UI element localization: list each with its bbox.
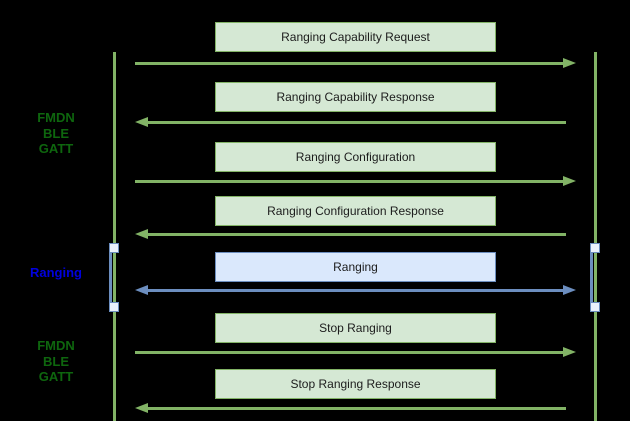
message-box: Ranging Capability Request [215, 22, 496, 52]
arrowhead-left-icon [135, 228, 148, 239]
activation-node-left-top [109, 243, 119, 253]
activation-node-right-bottom [590, 302, 600, 312]
phase-label-line: GATT [38, 369, 74, 384]
ranging-activation-segment-left [109, 249, 112, 308]
message-box: Ranging [215, 252, 496, 282]
lifeline-right [594, 52, 597, 421]
message-arrow-right [135, 346, 576, 358]
message-arrow-right [135, 175, 576, 187]
message-box: Ranging Capability Response [215, 82, 496, 112]
ranging-activation-segment-right [590, 249, 593, 308]
arrowhead-left-icon [135, 402, 148, 413]
message-arrow-left [135, 228, 566, 240]
arrowhead-right-icon [563, 175, 576, 186]
phase-label-line: GATT [38, 141, 74, 156]
phase-label-line: FMDN [37, 110, 75, 125]
arrowhead-right-icon [563, 284, 576, 295]
arrowhead-left-icon [135, 116, 148, 127]
phase-label-ranging: Ranging [8, 265, 104, 281]
message-arrow-left [135, 402, 566, 414]
arrowhead-right-icon [563, 57, 576, 68]
activation-node-left-bottom [109, 302, 119, 312]
message-box: Ranging Configuration [215, 142, 496, 172]
message-box: Stop Ranging [215, 313, 496, 343]
phase-label-line: BLE [43, 125, 69, 141]
message-box: Stop Ranging Response [215, 369, 496, 399]
lifeline-left [113, 52, 116, 421]
activation-node-right-top [590, 243, 600, 253]
message-arrow-both [135, 284, 576, 296]
message-box: Ranging Configuration Response [215, 196, 496, 226]
arrowhead-left-icon [135, 284, 148, 295]
phase-label-line: BLE [43, 353, 69, 369]
message-arrow-right [135, 57, 576, 69]
message-arrow-left [135, 116, 566, 128]
arrowhead-right-icon [563, 346, 576, 357]
phase-label-line: FMDN [37, 338, 75, 353]
phase-label-line: Ranging [30, 265, 82, 280]
